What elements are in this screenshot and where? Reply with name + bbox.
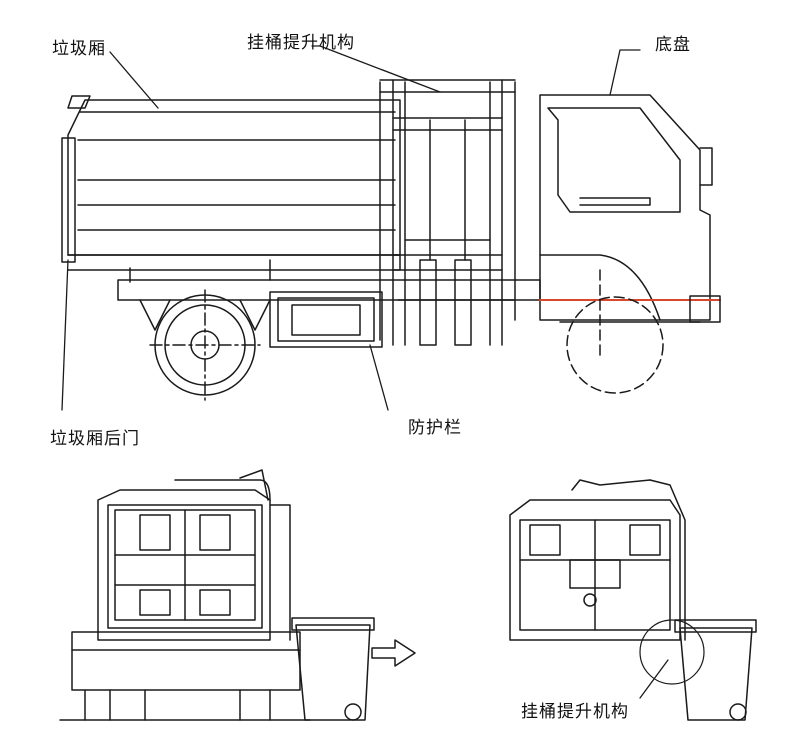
- label-cargo-box: 垃圾厢: [52, 39, 106, 59]
- rear-view-with-bin: [59, 469, 416, 721]
- rear-wheel: [139, 289, 271, 401]
- chassis-rail: [117, 279, 541, 301]
- cargo-box: [61, 95, 401, 271]
- push-arrow: [371, 639, 416, 667]
- lift-detail-circle: [639, 619, 705, 685]
- side-view: [61, 79, 721, 401]
- label-bin-lift-top: 挂桶提升机构: [247, 33, 355, 53]
- label-rear-door: 垃圾厢后门: [50, 429, 140, 449]
- waste-bin-1: [291, 617, 375, 721]
- label-bin-lift-bottom: 挂桶提升机构: [521, 702, 629, 722]
- leader-lines: [61, 45, 669, 699]
- truck-cab: [539, 94, 721, 394]
- bin-lift-mechanism: [379, 79, 516, 346]
- rear-view-lift-detail: [509, 479, 757, 721]
- label-guard-rail: 防护栏: [408, 418, 462, 438]
- rear-door: [61, 137, 76, 263]
- guard-rail: [269, 291, 383, 348]
- waste-bin-2: [674, 619, 757, 721]
- label-chassis: 底盘: [655, 35, 691, 55]
